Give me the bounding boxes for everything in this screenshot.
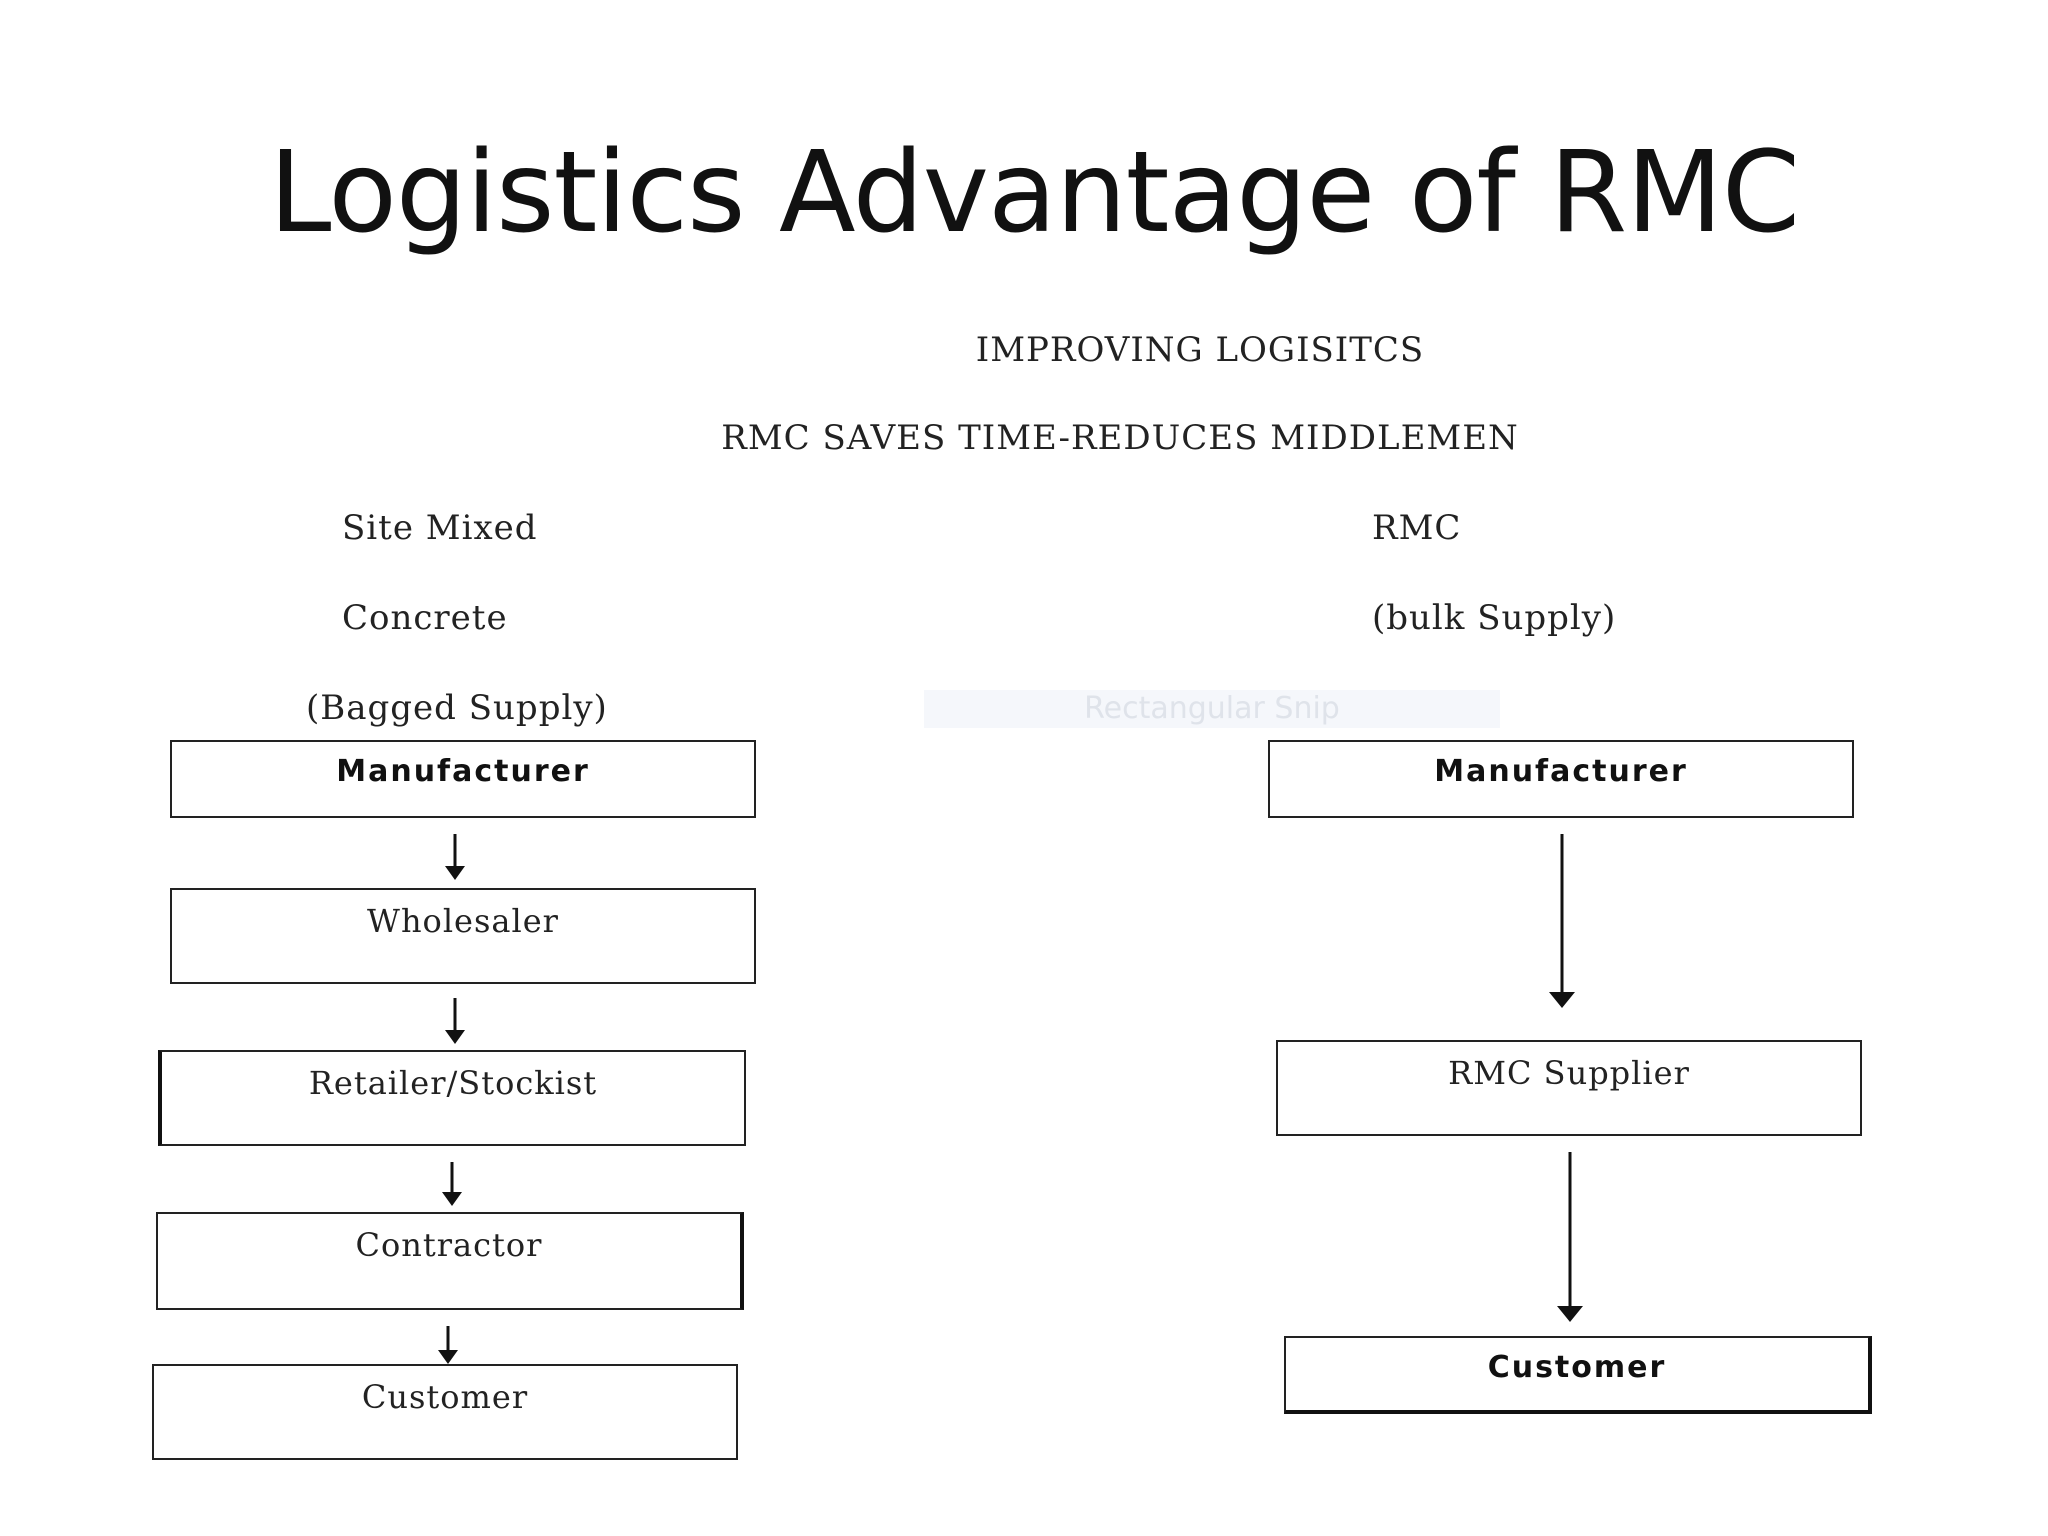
diagram-heading: IMPROVING LOGISITCS [975, 330, 1425, 370]
right-box-manufacturer-label: Manufacturer [1434, 754, 1688, 789]
arrowhead-left-3 [442, 1192, 462, 1206]
right-box-customer-label: Customer [1487, 1350, 1667, 1385]
arrowhead-left-4 [438, 1350, 458, 1364]
arrowhead-left-1 [445, 866, 465, 880]
right-box-rmc-supplier: RMC Supplier [1276, 1040, 1862, 1136]
left-box-customer-label: Customer [361, 1378, 529, 1416]
left-box-retailer-label: Retailer/Stockist [308, 1064, 598, 1102]
right-caption-line2: (bulk Supply) [1372, 598, 1617, 638]
right-box-manufacturer: Manufacturer [1268, 740, 1854, 818]
slide-title: Logistics Advantage of RMC [268, 128, 1800, 258]
left-box-manufacturer-label: Manufacturer [336, 754, 590, 789]
left-box-contractor: Contractor [156, 1212, 744, 1310]
left-box-manufacturer: Manufacturer [170, 740, 756, 818]
left-box-customer: Customer [152, 1364, 738, 1460]
left-box-retailer: Retailer/Stockist [158, 1050, 746, 1146]
rectangular-snip-overlay: Rectangular Snip [924, 690, 1500, 728]
left-caption-line3: (Bagged Supply) [306, 688, 608, 728]
left-caption-line2: Concrete [342, 598, 508, 638]
right-caption-line1: RMC [1372, 508, 1462, 548]
left-box-wholesaler: Wholesaler [170, 888, 756, 984]
right-box-rmc-supplier-label: RMC Supplier [1448, 1054, 1690, 1092]
left-box-wholesaler-label: Wholesaler [367, 902, 559, 940]
right-box-customer: Customer [1284, 1336, 1872, 1414]
arrowhead-left-2 [445, 1030, 465, 1044]
left-caption-line1: Site Mixed [342, 508, 538, 548]
arrowhead-right-1 [1549, 992, 1575, 1008]
diagram-subheading: RMC SAVES TIME-REDUCES MIDDLEMEN [721, 418, 1519, 458]
arrowhead-right-2 [1557, 1306, 1583, 1322]
left-box-contractor-label: Contractor [355, 1226, 543, 1264]
